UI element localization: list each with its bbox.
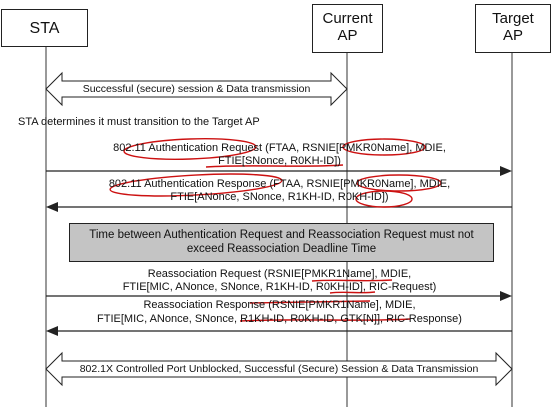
session-top-label: Successful (secure) session & Data trans… [82, 83, 311, 95]
reassoc-response-arrowhead [46, 326, 58, 336]
underline-r0kh-id-request [329, 291, 376, 294]
auth-request-label-line2: FTIE[SNonce, R0KH-ID]) [218, 155, 341, 167]
reassoc-response-label-line2: FTIE[MIC, ANonce, SNonce, R1KH-ID, R0KH-… [97, 313, 462, 325]
auth-response-label-line2: FTIE[ANonce, SNonce, R1KH-ID, R0KH-ID]) [170, 191, 389, 203]
target-ap-node: Target AP [475, 4, 551, 53]
circle-authentication-request [123, 138, 257, 160]
auth-response-label-line1: 802.11 Authentication Response (FTAA, RS… [108, 178, 451, 190]
current-ap-node: Current AP [312, 4, 383, 53]
sta-determines-label: STA determines it must transition to the… [18, 116, 260, 128]
circle-pmkr0name-response [356, 174, 442, 192]
circle-r0kh-id-response [355, 190, 413, 208]
auth-request-arrowhead [500, 166, 512, 176]
target-ap-label-line2: AP [502, 27, 523, 44]
underline-pmkr1name-request [311, 279, 393, 282]
session-band-top [45, 71, 348, 107]
strike-r0kh-gtk-response [239, 318, 411, 322]
auth-response-arrowhead [46, 202, 58, 212]
current-ap-label-line1: Current [322, 10, 373, 27]
circle-authentication-response [109, 173, 283, 197]
reassoc-request-arrowhead [500, 291, 512, 301]
sta-node: STA [1, 9, 88, 47]
reassoc-request-label-line2: FTIE[MIC, ANonce, SNonce, R1KH-ID, R0KH-… [122, 281, 437, 293]
deadline-note-line1: Time between Authentication Request and … [89, 229, 474, 241]
circle-pmkr0name-request [342, 138, 426, 156]
sta-label: STA [29, 20, 60, 37]
deadline-note: Time between Authentication Request and … [69, 223, 494, 262]
session-bottom-label: 802.1X Controlled Port Unblocked, Succes… [79, 363, 479, 375]
session-band-bottom [45, 351, 513, 387]
reassoc-response-label-line1: Reassociation Response (RSNIE[PMKR1Name]… [143, 299, 416, 311]
auth-request-label-line1: 802.11 Authentication Request (FTAA, RSN… [113, 142, 446, 154]
deadline-note-line2: exceed Reassociation Deadline Time [186, 243, 377, 255]
reassoc-request-label-line1: Reassociation Request (RSNIE[PMKR1Name],… [147, 268, 412, 280]
red-annotations [109, 138, 442, 322]
current-ap-label-line2: AP [337, 27, 358, 44]
target-ap-label-line1: Target [492, 10, 534, 27]
strike-r1kh-id-response [249, 300, 371, 304]
underline-ftie-snonce [205, 164, 344, 168]
